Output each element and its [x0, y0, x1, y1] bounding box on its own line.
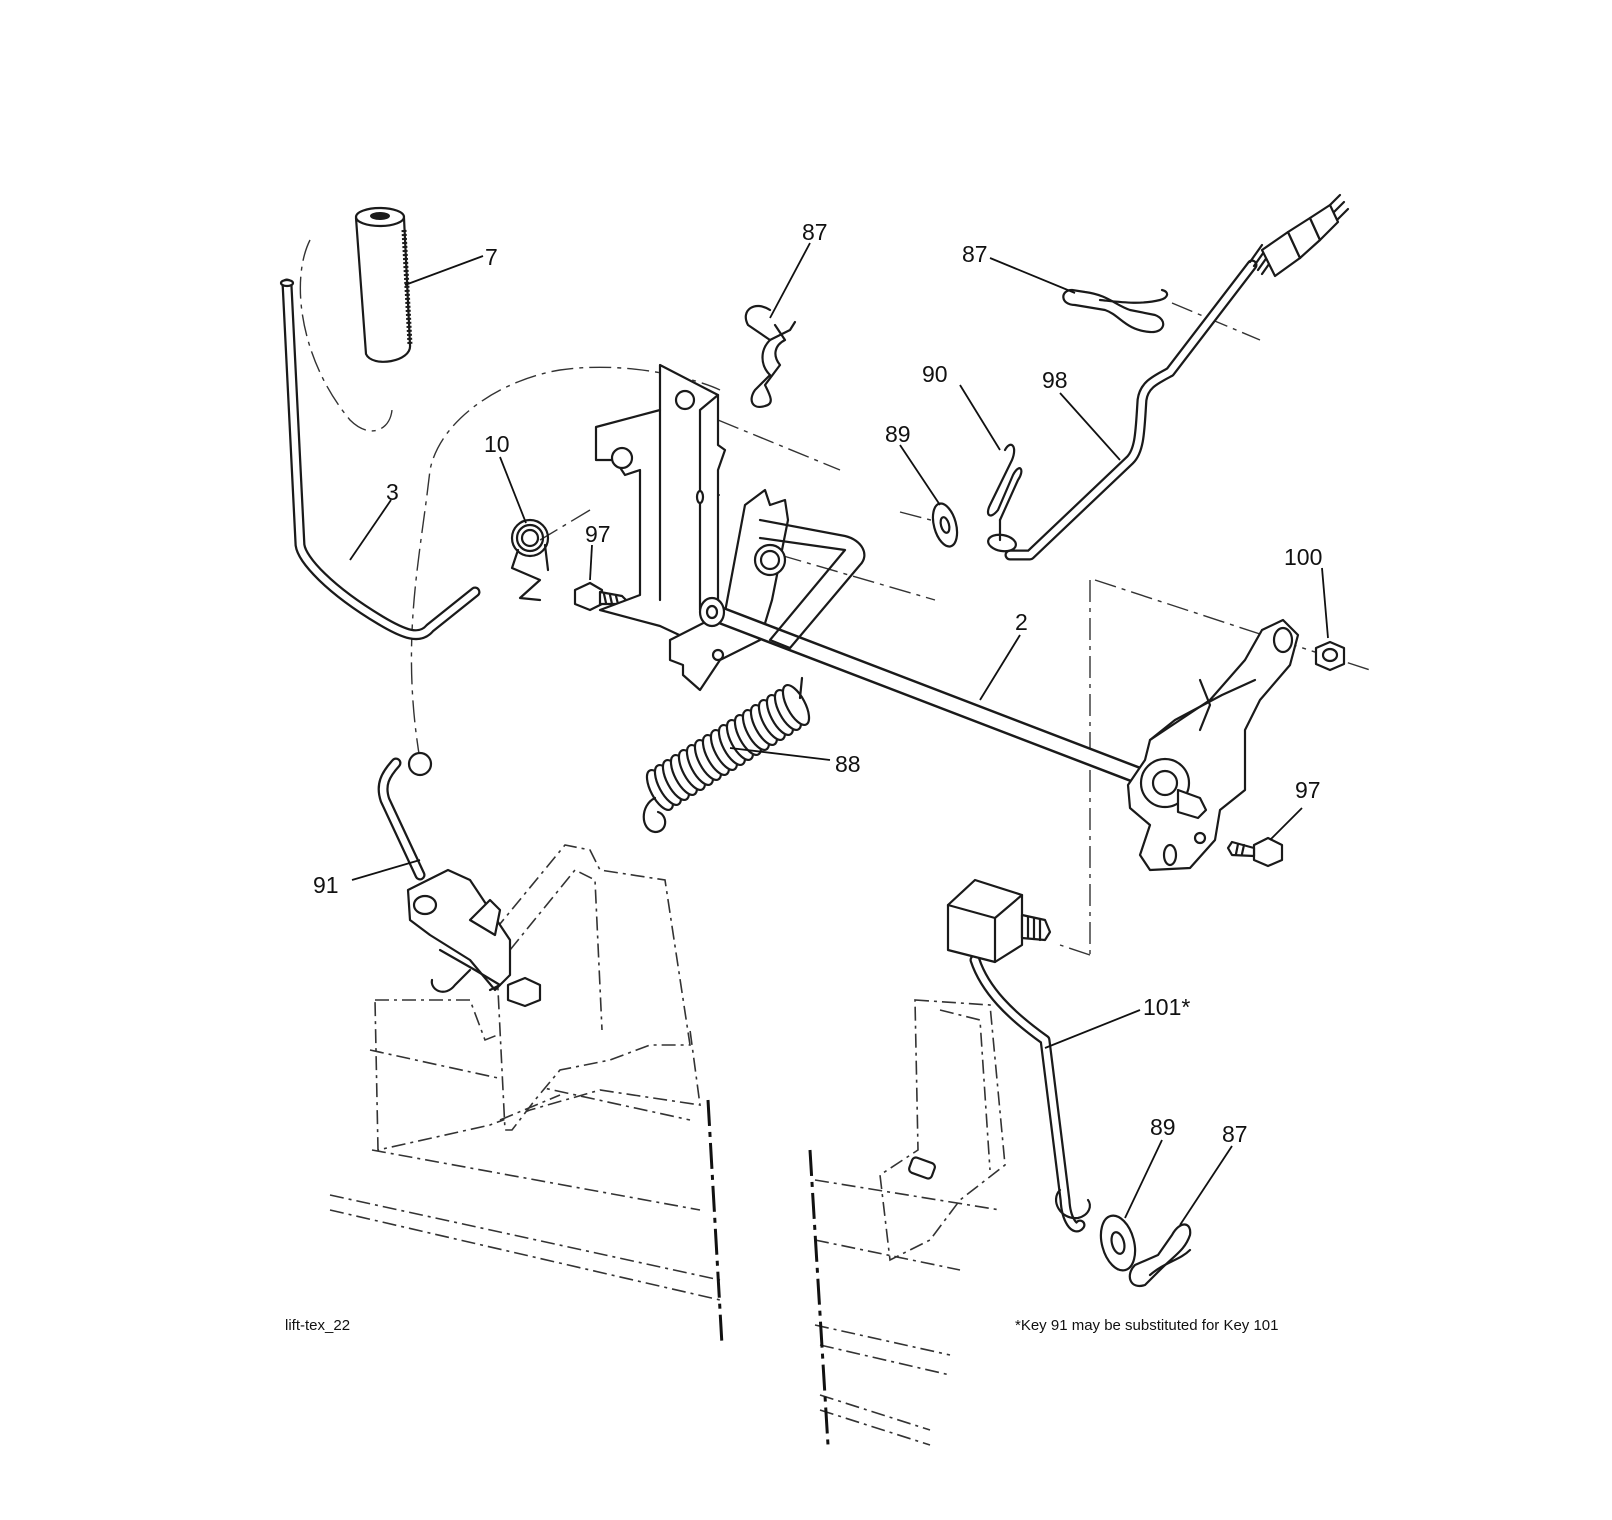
- part-10-torsion-spring: [510, 518, 550, 602]
- part-87-clip-bottom: [1128, 1223, 1192, 1288]
- wire-bail: [758, 518, 866, 650]
- callout-2: 2: [1015, 609, 1028, 635]
- callout-88: 88: [835, 751, 861, 777]
- pivot-plate-left: [668, 488, 790, 692]
- callout-87-bottom: 87: [1222, 1121, 1248, 1147]
- footnote: *Key 91 may be substituted for Key 101: [1015, 1317, 1279, 1334]
- part-7-grip: [354, 206, 413, 363]
- callout-101: 101*: [1143, 994, 1190, 1020]
- lift-bracket: [594, 363, 727, 654]
- part-89-washer-top: [931, 502, 959, 548]
- callout-10: 10: [484, 431, 510, 457]
- callout-90: 90: [922, 361, 948, 387]
- part-100-nut: [1314, 640, 1346, 672]
- leader-lines: [349, 242, 1329, 1226]
- part-90-hairpin-clip: [986, 443, 1023, 542]
- part-88-extension-spring: [642, 676, 811, 834]
- part-2-lift-shaft: [698, 596, 1159, 789]
- callout-89-bottom: 89: [1150, 1114, 1176, 1140]
- callout-7: 7: [485, 244, 498, 270]
- part-87-clip-right: [1062, 288, 1169, 334]
- deck-right-ghost: [808, 999, 1006, 1446]
- part-3-lift-handle: [279, 278, 481, 641]
- part-101-lift-link: [946, 878, 1091, 1233]
- deck-left-ghost: [329, 844, 724, 1346]
- callout-97-top: 97: [585, 521, 611, 547]
- part-98-adjust-rod: [987, 193, 1350, 561]
- centerlines: [299, 239, 1371, 956]
- callout-97-right: 97: [1295, 777, 1321, 803]
- callout-100: 100: [1284, 544, 1322, 570]
- part-97-bolt-right: [1226, 836, 1284, 868]
- part-87-clip-top: [744, 304, 797, 408]
- callout-87-right: 87: [962, 241, 988, 267]
- callout-3: 3: [386, 479, 399, 505]
- diagram-id: lift-tex_22: [285, 1317, 350, 1334]
- callout-87-top: 87: [802, 219, 828, 245]
- callout-98: 98: [1042, 367, 1068, 393]
- part-89-washer-bottom: [1099, 1214, 1137, 1272]
- callout-91: 91: [313, 872, 339, 898]
- part-91-lift-link: [377, 751, 542, 1008]
- callout-89-top: 89: [885, 421, 911, 447]
- callout-labels: 7 3 10 97 87 87 90 89 98 100 2 88 97 91 …: [313, 219, 1322, 1147]
- right-lift-arm: [1126, 618, 1300, 872]
